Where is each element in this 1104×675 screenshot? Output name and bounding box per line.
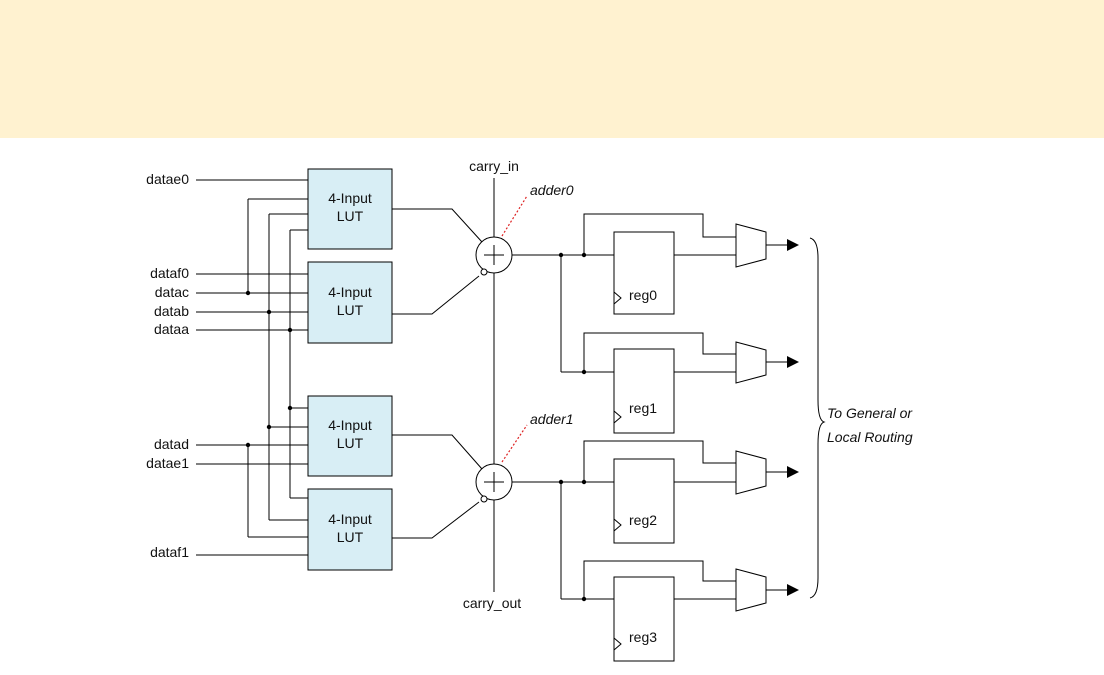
adder1-label: adder1 [530, 411, 574, 427]
routing-label-line1: To General or [827, 405, 913, 421]
register-2: reg2 [613, 458, 675, 544]
adder0-label: adder0 [530, 182, 574, 198]
register-3: reg3 [613, 576, 675, 662]
input-label-datad: datad [154, 436, 189, 452]
register-1-label: reg1 [629, 400, 657, 416]
register-3-label: reg3 [629, 629, 657, 645]
lut-2-label-line2: LUT [337, 435, 364, 451]
lut-3-label-line1: 4-Input [328, 511, 372, 527]
output-mux-2 [735, 450, 767, 495]
lut-3: 4-Input LUT [307, 488, 393, 571]
adder-0-invert-bubble [480, 268, 488, 276]
register-1-box [613, 348, 675, 434]
lut-0-label-line2: LUT [337, 208, 364, 224]
input-label-datae0: datae0 [146, 171, 189, 187]
carry-in-label: carry_in [469, 158, 519, 174]
adder-1-invert-bubble [480, 495, 488, 503]
lut-0-box [307, 168, 393, 250]
input-label-datab: datab [154, 303, 189, 319]
adder-0 [475, 236, 513, 276]
lut-3-box [307, 488, 393, 571]
input-label-dataf1: dataf1 [150, 544, 189, 560]
top-banner [0, 0, 1104, 138]
lut-2-box [307, 395, 393, 477]
register-3-box [613, 576, 675, 662]
lut-1-label-line2: LUT [337, 302, 364, 318]
output-stage-2 [583, 440, 799, 495]
lut-3-label-line2: LUT [337, 529, 364, 545]
lut-1: 4-Input LUT [307, 261, 393, 344]
output-mux-3 [735, 568, 767, 612]
input-wiring [196, 179, 308, 556]
register-0: reg0 [613, 231, 675, 315]
output-arrow-1 [787, 356, 799, 368]
register-0-box [613, 231, 675, 315]
output-stage-1 [583, 332, 799, 384]
output-mux-1 [735, 341, 767, 384]
register-2-label: reg2 [629, 512, 657, 528]
adder-to-register-wiring [512, 252, 614, 602]
input-label-datae1: datae1 [146, 455, 189, 471]
output-mux-0 [735, 223, 767, 268]
output-arrow-0 [787, 239, 799, 251]
output-arrow-3 [787, 584, 799, 596]
input-label-datac: datac [155, 284, 189, 300]
lut-0-label-line1: 4-Input [328, 190, 372, 206]
lut-0: 4-Input LUT [307, 168, 393, 250]
lut-to-adder-wiring [392, 208, 483, 539]
register-2-box [613, 458, 675, 544]
register-1: reg1 [613, 348, 675, 434]
routing-brace [809, 237, 826, 599]
output-stage-3 [583, 560, 799, 612]
lut-1-label-line1: 4-Input [328, 284, 372, 300]
routing-label-line2: Local Routing [827, 429, 913, 445]
adder0-callout-line [501, 195, 528, 237]
lut-2-label-line1: 4-Input [328, 417, 372, 433]
carry-out-label: carry_out [463, 595, 521, 611]
adder-1 [475, 463, 513, 503]
output-arrow-2 [787, 466, 799, 478]
adder1-callout-line [501, 424, 528, 463]
output-stage-0 [583, 213, 799, 268]
input-label-dataf0: dataf0 [150, 265, 189, 281]
input-label-dataa: dataa [154, 321, 189, 337]
lut-1-box [307, 261, 393, 344]
register-0-label: reg0 [629, 287, 657, 303]
lut-2: 4-Input LUT [307, 395, 393, 477]
